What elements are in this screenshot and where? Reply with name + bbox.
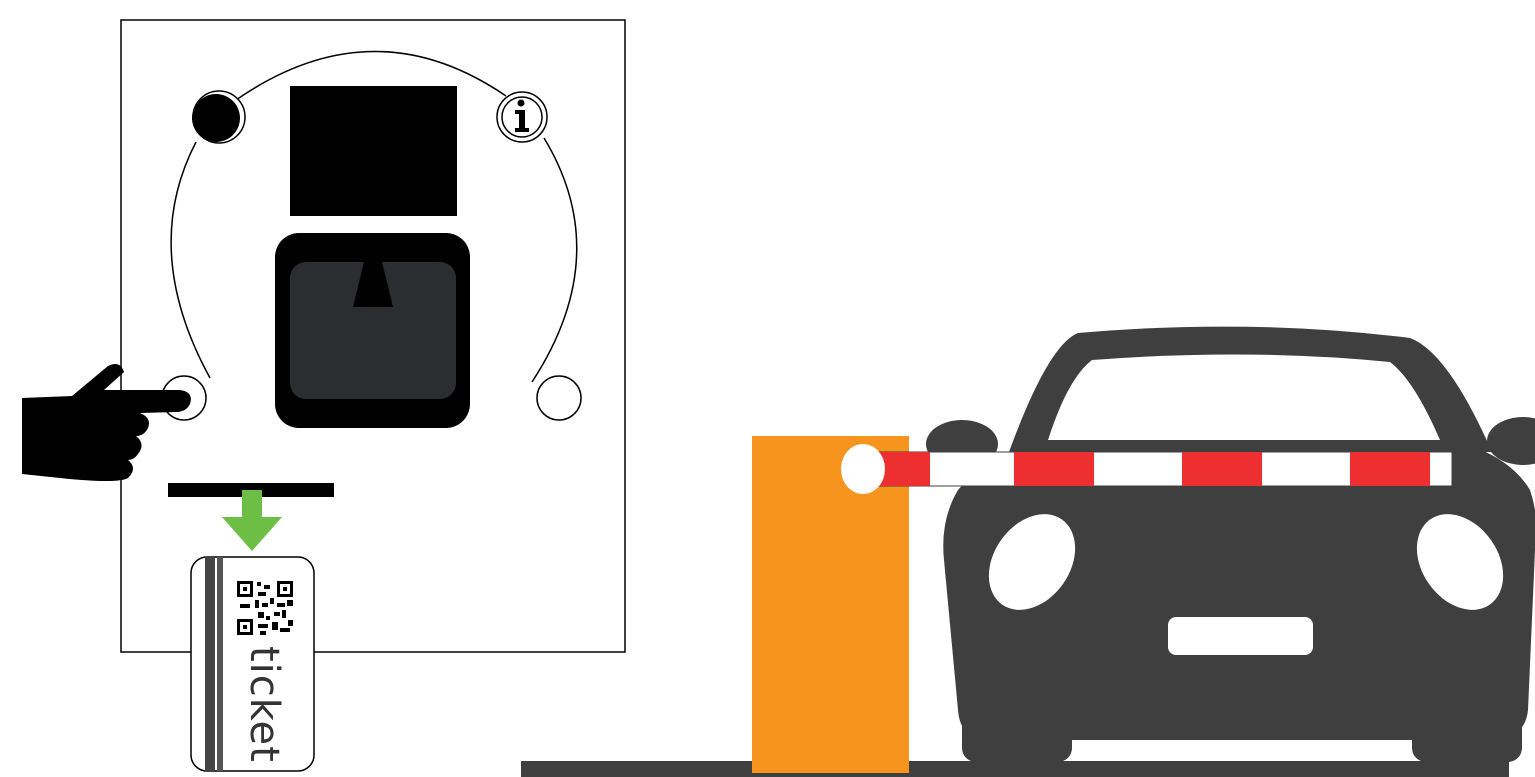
barrier-post [752,436,909,773]
ticket-label: ticket [241,646,287,763]
qr-code-icon [237,581,293,635]
ticket: ticket [191,557,314,771]
display-screen [290,86,457,216]
filled-circle-icon[interactable] [192,91,245,143]
card-slot[interactable] [275,233,470,428]
road [521,761,1509,777]
bottom-right-button[interactable] [537,376,581,420]
car-front-icon [926,327,1535,762]
info-icon[interactable] [497,92,547,142]
barrier-arm[interactable] [841,444,1452,494]
ticket-machine [121,20,625,652]
